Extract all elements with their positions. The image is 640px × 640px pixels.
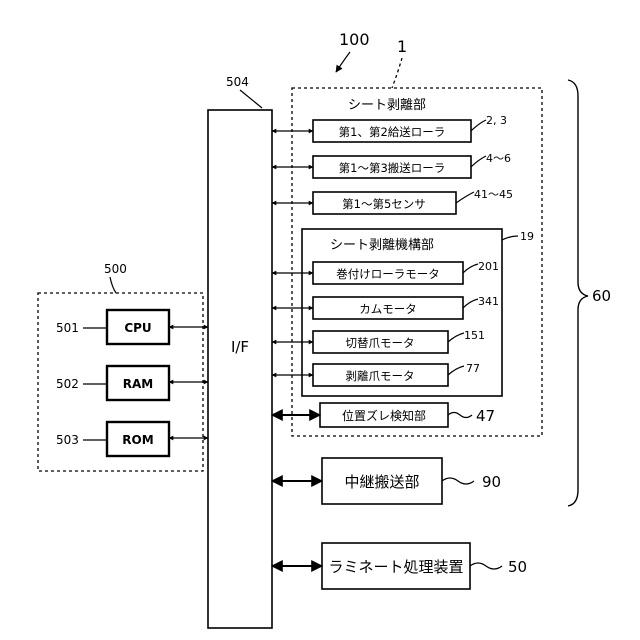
rom-label: ROM: [122, 433, 153, 447]
sheet-unit-ref-leader: [392, 58, 402, 88]
peeling-mechanism-title: シート剥離機構部: [330, 238, 434, 253]
laminator-ref: 50: [508, 558, 527, 576]
switch-motor-ref-leader: [448, 333, 464, 342]
rom-ref-label: 503: [56, 433, 79, 447]
sheet-peeling-unit-title: シート剥離部: [348, 98, 426, 113]
switch-motor-ref: 151: [464, 329, 485, 342]
peeling-mechanism-ref-leader: [502, 236, 518, 240]
ram-ref-label: 502: [56, 377, 79, 391]
conveyor-rollers-ref: 4～6: [486, 152, 511, 165]
position-detector-label: 位置ズレ検知部: [342, 408, 426, 423]
group-ref: 60: [592, 287, 611, 305]
interface-label: I/F: [231, 338, 249, 356]
peel-motor-label: 剥離爪モータ: [346, 369, 415, 383]
system-ref-arrow: [336, 52, 350, 72]
cpu-label: CPU: [124, 321, 151, 335]
peel-motor-ref-leader: [448, 366, 464, 375]
winding-motor-label: 巻付けローラモータ: [336, 267, 440, 281]
sensors-ref-leader: [456, 192, 474, 203]
peel-motor-ref: 77: [466, 362, 480, 375]
ram-label: RAM: [123, 377, 153, 391]
sensors-label: 第1～第5センサ: [342, 197, 426, 211]
if-ref-leader: [240, 90, 262, 108]
winding-motor-ref-leader: [463, 264, 478, 273]
laminator-label: ラミネート処理装置: [328, 558, 463, 576]
controller-ref-label: 500: [104, 262, 127, 276]
feed-rollers-label: 第1、第2給送ローラ: [339, 125, 446, 139]
if-ref-label: 504: [226, 75, 249, 89]
controller-ref-leader: [110, 277, 116, 293]
cam-motor-ref-leader: [463, 299, 478, 308]
cam-motor-ref: 341: [478, 295, 499, 308]
relay-conveyor-ref: 90: [482, 473, 501, 491]
sheet-unit-ref-label: 1: [397, 37, 407, 56]
relay-conveyor-ref-leader: [442, 478, 474, 484]
position-detector-ref-leader: [448, 413, 472, 418]
cpu-ref-label: 501: [56, 321, 79, 335]
peeling-mechanism-ref: 19: [520, 230, 534, 243]
interface-block: [208, 110, 272, 628]
switch-motor-label: 切替爪モータ: [346, 336, 415, 350]
conveyor-rollers-ref-leader: [471, 156, 486, 167]
position-detector-ref: 47: [476, 407, 495, 425]
conveyor-rollers-label: 第1～第3搬送ローラ: [339, 161, 446, 175]
sensors-ref: 41～45: [474, 188, 513, 201]
group-brace: [568, 80, 588, 506]
cam-motor-label: カムモータ: [359, 302, 417, 316]
winding-motor-ref: 201: [478, 260, 499, 273]
relay-conveyor-label: 中継搬送部: [344, 473, 419, 491]
feed-rollers-ref-leader: [471, 120, 486, 131]
laminator-ref-leader: [470, 563, 502, 569]
system-ref-label: 100: [339, 30, 370, 49]
feed-rollers-ref: 2, 3: [486, 114, 507, 127]
